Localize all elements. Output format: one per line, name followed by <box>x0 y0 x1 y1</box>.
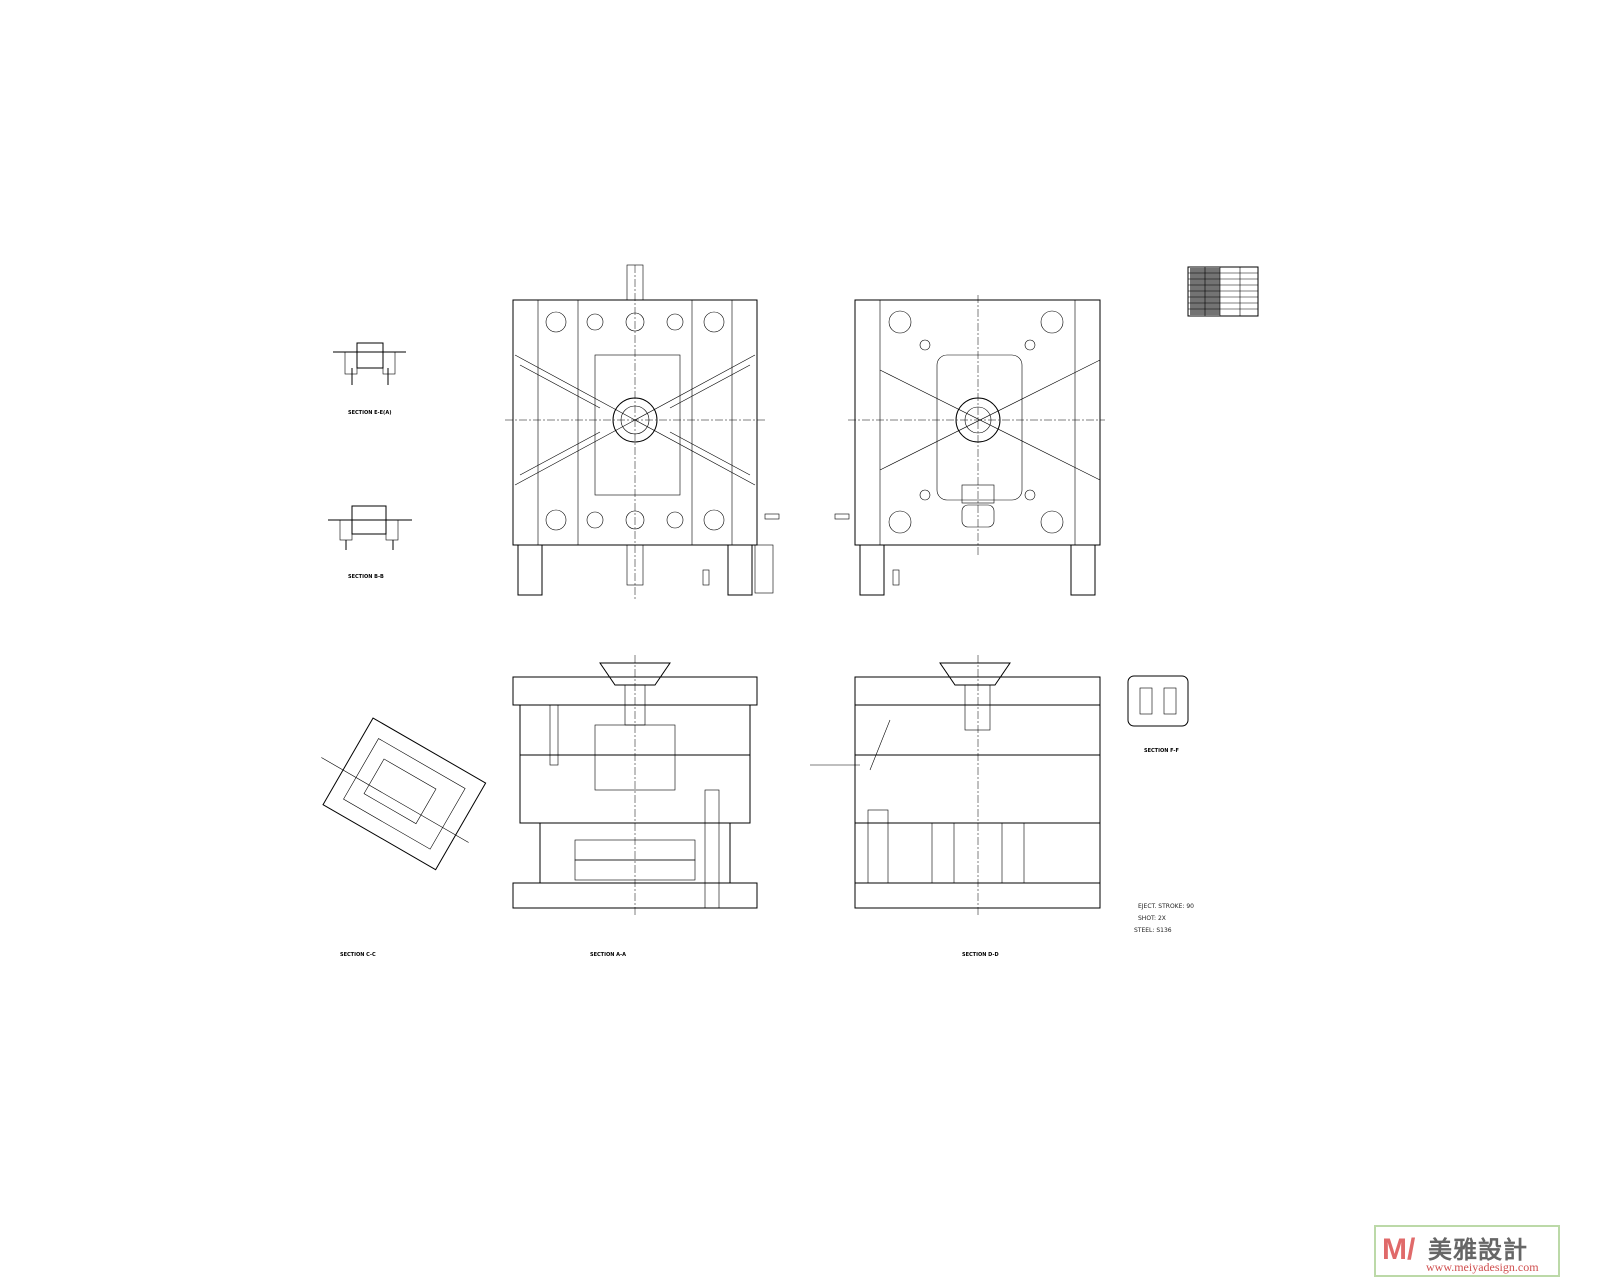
logo-url: www.meiyadesign.com <box>1426 1260 1539 1274</box>
label-section-e: SECTION E-E(A) <box>348 410 391 416</box>
section-a-view <box>512 655 758 915</box>
plan-view-moving-half <box>505 264 780 600</box>
label-section-a: SECTION A-A <box>590 952 626 958</box>
parts-table <box>1187 266 1259 317</box>
logo-name: 美雅設計 <box>1428 1236 1528 1264</box>
section-c-view <box>321 717 487 871</box>
section-f-view <box>1127 675 1189 727</box>
note-2: SHOT: 2X <box>1138 915 1166 922</box>
label-section-d: SECTION D-D <box>962 952 999 958</box>
section-b-view <box>328 505 412 550</box>
label-section-c: SECTION C-C <box>340 952 376 958</box>
note-3: STEEL: S136 <box>1134 927 1172 934</box>
logo-mark: M/ <box>1382 1233 1416 1266</box>
watermark-logo: M/ 美雅設計 www.meiyadesign.com <box>1374 1225 1560 1277</box>
note-1: EJECT. STROKE: 90 <box>1138 903 1194 910</box>
label-section-f: SECTION F-F <box>1144 748 1179 754</box>
section-e-view <box>333 342 406 385</box>
plan-view-fixed-half <box>834 295 1105 596</box>
label-section-b: SECTION B-B <box>348 574 384 580</box>
section-d-view <box>810 655 1101 915</box>
